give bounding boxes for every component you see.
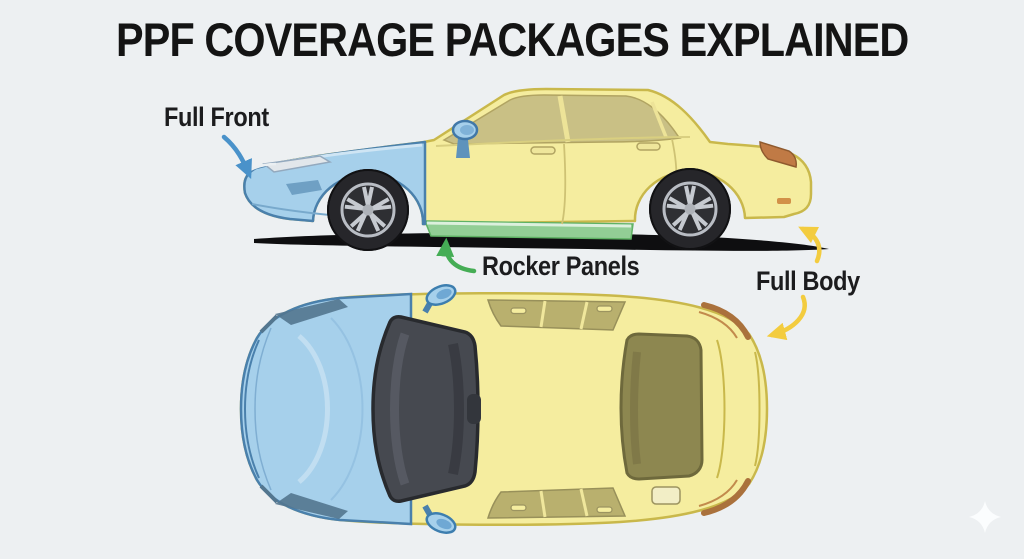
hood-crease-light [297, 334, 330, 484]
front-bumper-inner-line [254, 327, 272, 491]
pillar-upper-2 [579, 301, 589, 330]
full-front-label: Full Front [164, 102, 269, 132]
c-pillar-divider [650, 101, 668, 138]
sparkle-icon [969, 501, 1001, 533]
top-view-car [239, 284, 769, 534]
grille-chrome [249, 162, 277, 172]
fuel-door [651, 486, 681, 505]
headlight [262, 155, 333, 173]
tail-light-lower-accent [698, 479, 738, 507]
page-title: PPF COVERAGE PACKAGES EXPLAINED [0, 12, 1024, 67]
side-view-car [243, 87, 829, 251]
rear-window-shade [630, 351, 641, 465]
windshield-streak-1 [390, 332, 410, 486]
front-door-handle [530, 146, 556, 155]
tail-light-upper-accent [698, 311, 738, 339]
side-windows-lower [486, 487, 627, 519]
door-handle-top-2 [596, 305, 613, 313]
pillar-lower-1 [539, 490, 547, 518]
trunk-seam-1 [716, 339, 726, 479]
page-title-text: PPF COVERAGE PACKAGES EXPLAINED [115, 13, 909, 66]
door-handle-bottom-1 [510, 504, 527, 512]
top-mirror-lower [422, 504, 457, 534]
top-mirror-upper [422, 284, 457, 314]
front-bumper-line [243, 339, 260, 479]
rear-wheel [649, 168, 731, 250]
corner-accent-top [259, 314, 279, 334]
bumper-intake [286, 180, 322, 195]
beltline [435, 136, 691, 147]
headlight-top-left [275, 299, 348, 325]
pillar-lower-2 [579, 488, 589, 517]
rocker-panels-label: Rocker Panels [482, 251, 640, 281]
hood-crease-dark [330, 317, 364, 501]
rear-reflector [777, 198, 791, 204]
windshield-streak-2 [448, 342, 464, 476]
side-windows-upper [486, 299, 627, 331]
tail-light [759, 140, 797, 168]
headlight-bottom-left [275, 493, 348, 519]
rear-window [619, 332, 704, 481]
rear-door-handle [636, 142, 661, 151]
tail-light-lower [701, 478, 751, 516]
rocker-panel-highlight [426, 221, 632, 228]
rearview-mirror-housing [467, 394, 481, 424]
door-handle-top-1 [510, 307, 527, 315]
b-pillar [557, 95, 571, 143]
tail-light-upper [701, 302, 751, 340]
side-mirror [451, 119, 479, 158]
corner-accent-bottom [259, 484, 279, 504]
pillar-upper-1 [539, 300, 547, 328]
trunk-seam-2 [754, 351, 761, 467]
front-door-seam [561, 143, 567, 225]
door-handle-bottom-2 [596, 506, 613, 514]
front-wheel [327, 169, 409, 251]
full-body-label: Full Body [756, 266, 860, 296]
